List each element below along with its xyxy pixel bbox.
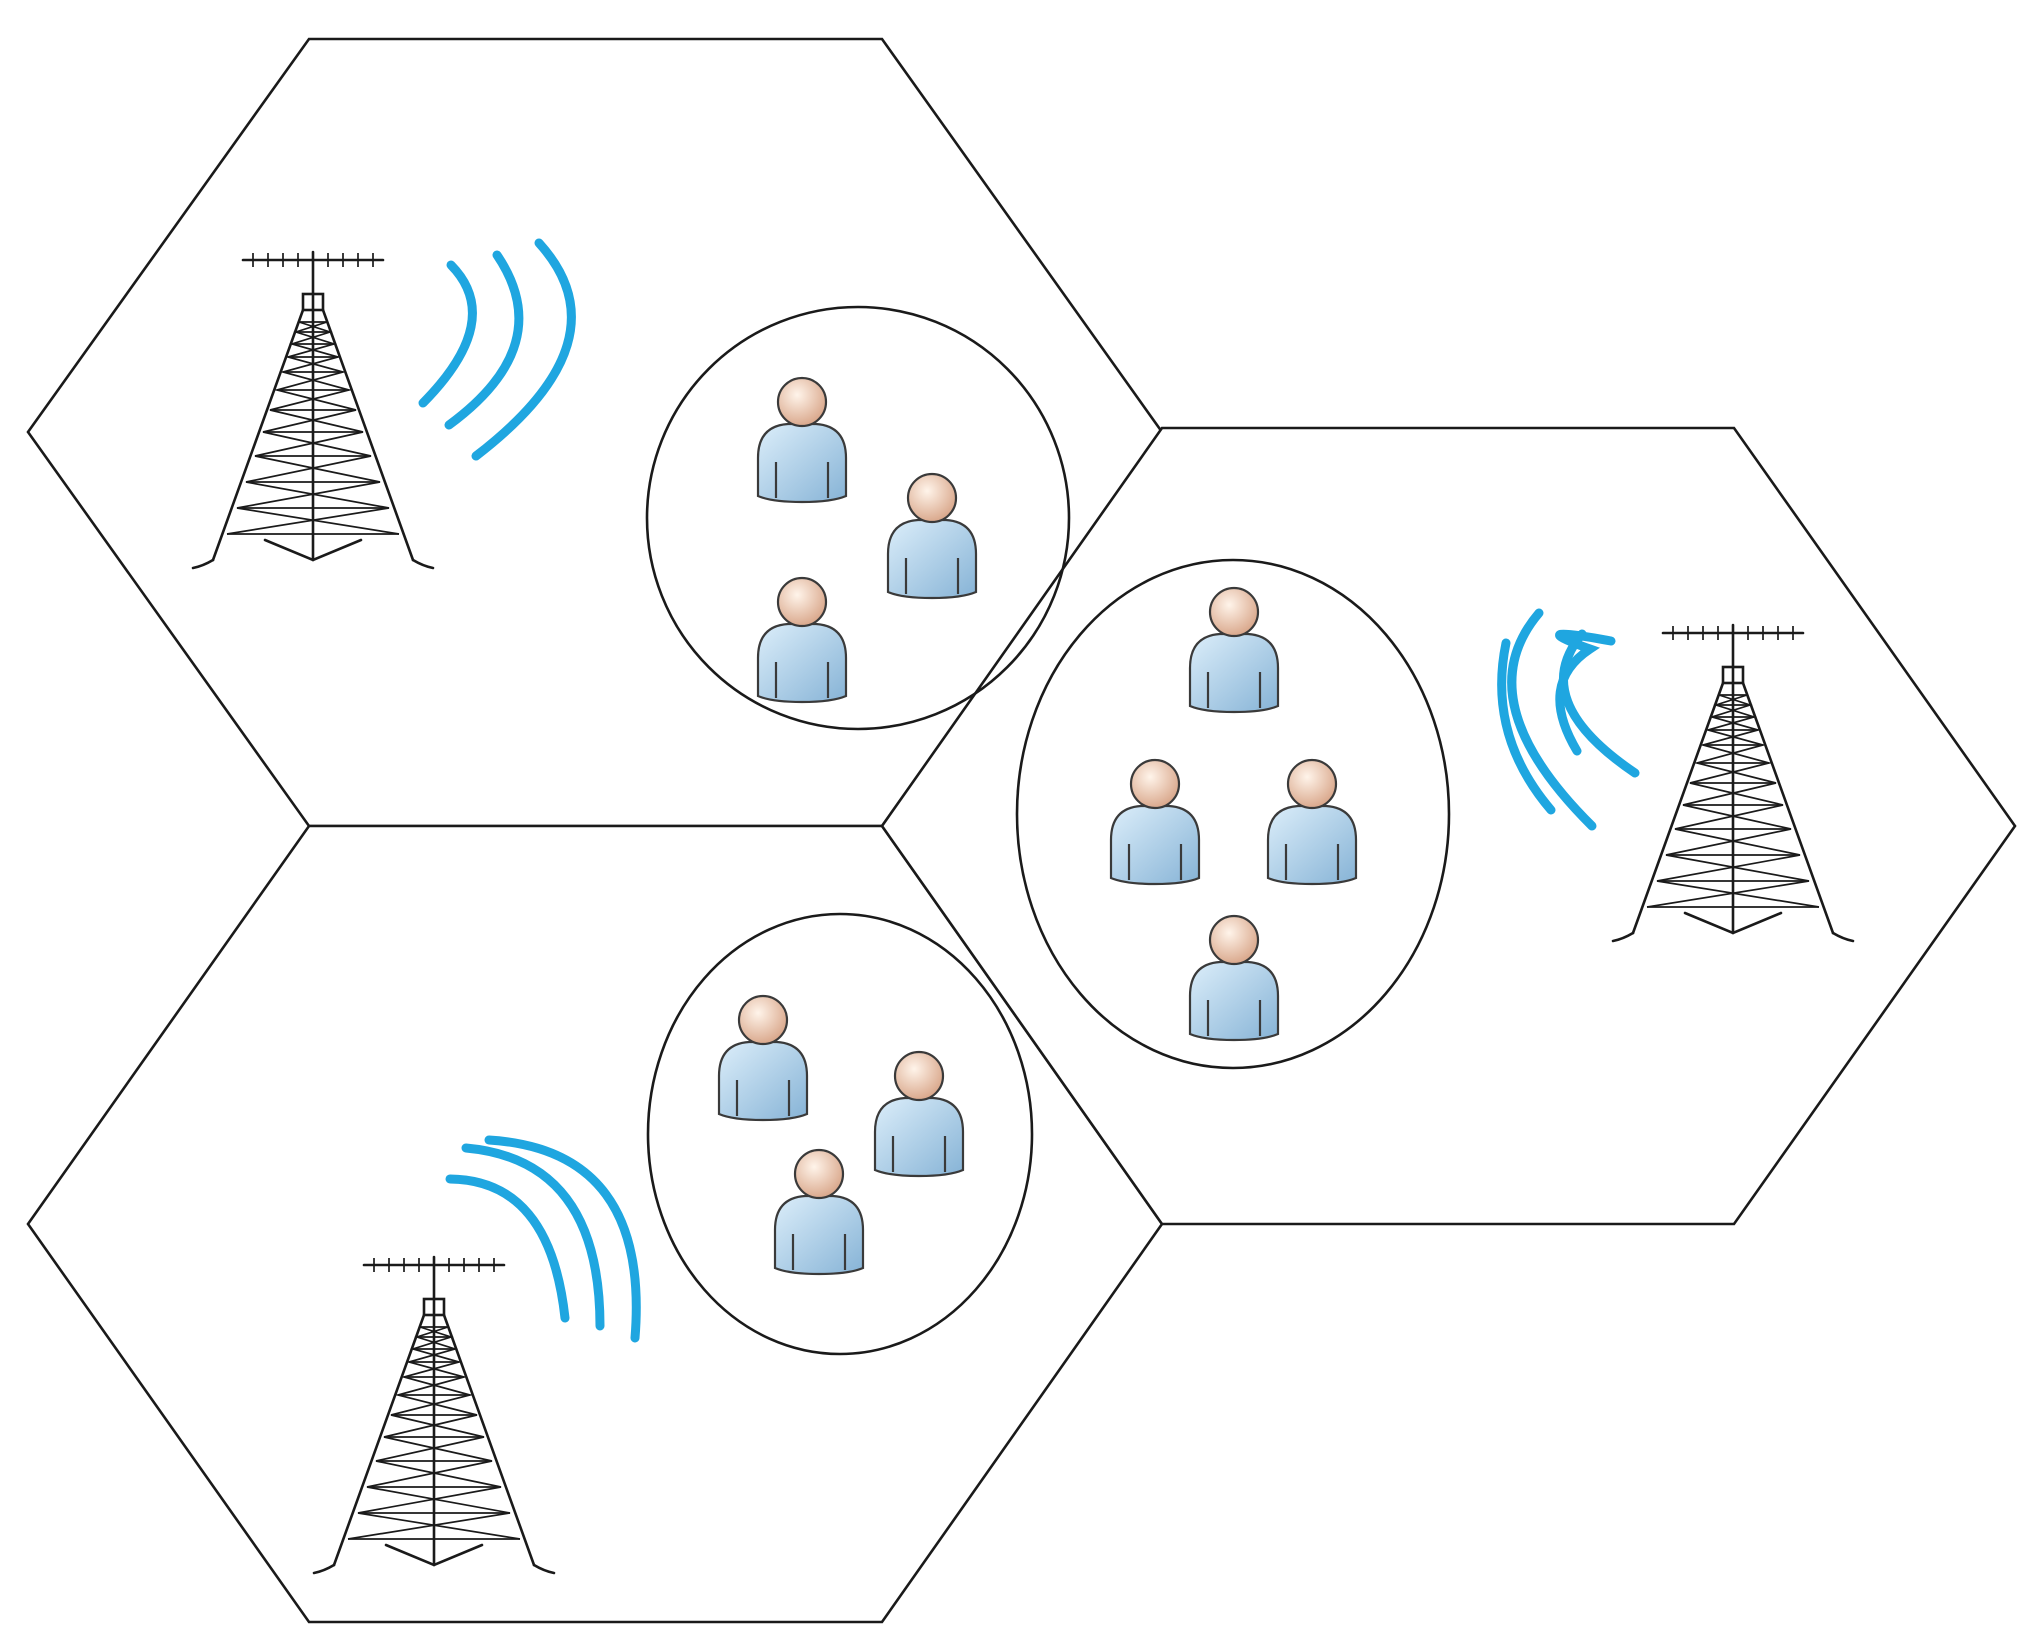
signal-waves-icon	[445, 1135, 641, 1343]
user-group-ellipse-right	[1015, 558, 1451, 1070]
signal-waves-icon	[418, 238, 576, 461]
signal-waves-icon	[1497, 608, 1640, 831]
user-group-ellipse-bottom-left	[646, 912, 1034, 1356]
user-group-ellipse-top-left	[645, 305, 1071, 731]
